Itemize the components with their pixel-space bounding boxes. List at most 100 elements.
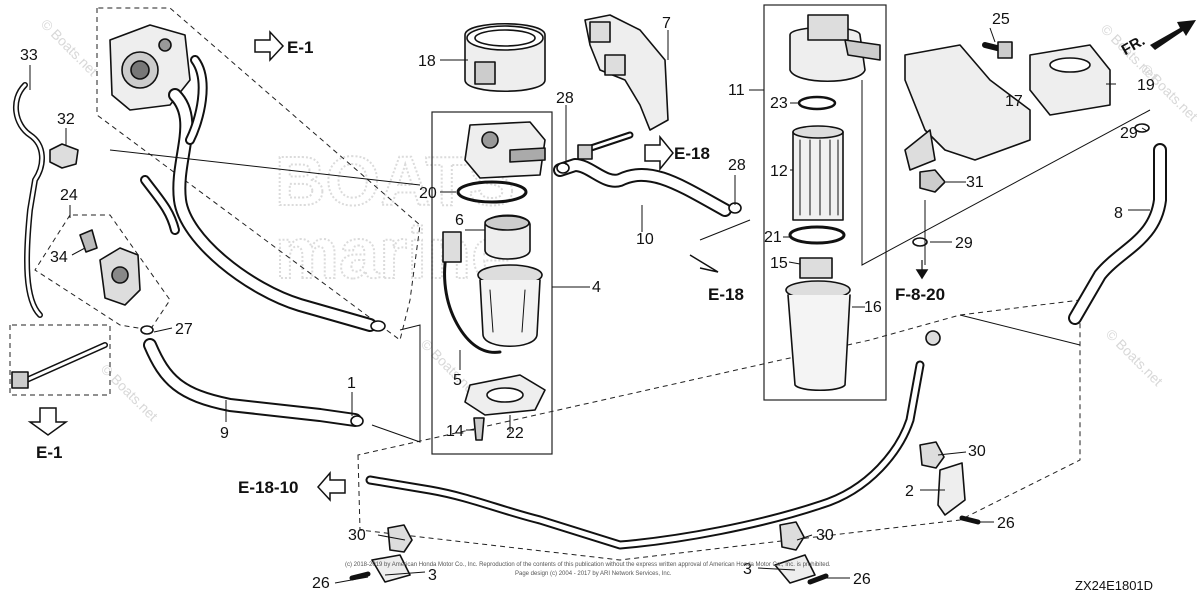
callout-24[interactable]: 24 xyxy=(60,187,78,204)
ref-e1-bottom[interactable]: E-1 xyxy=(36,443,62,462)
assembly-outlines xyxy=(9,7,1081,561)
arrow-e1-top xyxy=(254,30,285,62)
part-5-connector xyxy=(442,231,462,263)
part-16-bowl xyxy=(785,280,851,392)
part-24-valve xyxy=(79,229,141,306)
hose-clamp-27 xyxy=(140,325,154,335)
part-32-clip xyxy=(49,143,79,169)
callout-26-left[interactable]: 26 xyxy=(312,575,330,592)
arrow-e1-bottom xyxy=(27,407,69,436)
callout-26-mid[interactable]: 26 xyxy=(853,571,871,588)
part-filter-cap-right xyxy=(789,14,881,83)
callout-9[interactable]: 9 xyxy=(220,425,229,442)
part-30-clip-c xyxy=(919,441,945,469)
callout-19[interactable]: 19 xyxy=(1137,77,1155,94)
leader-lines xyxy=(29,27,1151,584)
part-6-element xyxy=(484,214,531,260)
callout-25[interactable]: 25 xyxy=(992,11,1010,28)
callout-27[interactable]: 27 xyxy=(175,321,193,338)
part-33-tube-inner xyxy=(14,83,44,317)
callout-28-right[interactable]: 28 xyxy=(728,157,746,174)
callout-28-left[interactable]: 28 xyxy=(556,90,574,107)
callout-33[interactable]: 33 xyxy=(20,47,38,64)
callout-5[interactable]: 5 xyxy=(453,372,462,389)
callout-30-left[interactable]: 30 xyxy=(348,527,366,544)
parts xyxy=(11,14,1167,585)
fr-arrow-icon xyxy=(1150,20,1196,50)
part-21-oring xyxy=(788,225,846,245)
callout-16[interactable]: 16 xyxy=(864,299,882,316)
part-fuel-line-inner xyxy=(367,362,923,548)
part-26-bolt-a xyxy=(349,571,371,581)
callout-31[interactable]: 31 xyxy=(966,174,984,191)
part-9-hose-inner xyxy=(145,340,360,425)
callout-21[interactable]: 21 xyxy=(764,229,782,246)
part-3-bracket-b xyxy=(774,554,816,584)
big-watermark-line-2: marine xyxy=(275,214,511,294)
callout-30-right[interactable]: 30 xyxy=(968,443,986,460)
callout-30-mid[interactable]: 30 xyxy=(816,527,834,544)
part-10-hose-inner xyxy=(555,160,730,215)
callout-3-left[interactable]: 3 xyxy=(428,567,437,584)
callout-18[interactable]: 18 xyxy=(418,53,436,70)
copyright-line-1: (c) 2018-2019 by American Honda Motor Co… xyxy=(345,562,831,568)
callout-8[interactable]: 8 xyxy=(1114,205,1123,222)
reference-arrows xyxy=(27,30,929,502)
callout-4[interactable]: 4 xyxy=(592,279,601,296)
filter-box-right xyxy=(763,4,887,401)
callout-29-mid[interactable]: 29 xyxy=(955,235,973,252)
callout-32[interactable]: 32 xyxy=(57,111,75,128)
callout-34[interactable]: 34 xyxy=(50,249,68,266)
part-17-bracket xyxy=(904,44,1031,171)
ref-e18-arrow[interactable]: E-18 xyxy=(674,144,710,163)
callout-1[interactable]: 1 xyxy=(347,375,356,392)
part-14-screw xyxy=(473,417,485,441)
part-26-bolt-c xyxy=(959,515,981,525)
part-19-band xyxy=(1029,44,1111,116)
arrow-e1810 xyxy=(316,470,346,502)
part-29-clip-b xyxy=(912,237,928,247)
callout-29-right[interactable]: 29 xyxy=(1120,125,1138,142)
part-22-plate xyxy=(464,374,546,416)
filter-box-left xyxy=(431,111,553,455)
callout-17[interactable]: 17 xyxy=(1005,93,1023,110)
callout-12[interactable]: 12 xyxy=(770,163,788,180)
part-hose-upper-inner xyxy=(170,90,375,330)
callout-7[interactable]: 7 xyxy=(662,15,671,32)
callout-20[interactable]: 20 xyxy=(419,185,437,202)
arrow-e18 xyxy=(644,134,674,172)
watermark-top-left: © Boats.net xyxy=(38,16,101,79)
callout-6[interactable]: 6 xyxy=(455,212,464,229)
part-clip-upper-right xyxy=(925,330,941,346)
callout-14[interactable]: 14 xyxy=(446,423,464,440)
ref-f820[interactable]: F-8-20 xyxy=(895,285,945,304)
part-filter-cap-left xyxy=(464,121,546,179)
callout-26-right[interactable]: 26 xyxy=(997,515,1015,532)
callout-3-mid[interactable]: 3 xyxy=(743,561,752,578)
watermark-bottom-left: © Boats.net xyxy=(98,361,161,424)
callout-22[interactable]: 22 xyxy=(506,425,524,442)
part-5-wire xyxy=(443,238,502,354)
arrow-f820-head xyxy=(915,269,929,280)
part-12-element xyxy=(792,125,844,221)
ref-e1-top[interactable]: E-1 xyxy=(287,38,313,57)
part-18-band xyxy=(464,23,546,92)
arrow-e18-lower xyxy=(689,254,719,273)
ref-e18-label[interactable]: E-18 xyxy=(708,285,744,304)
callout-10[interactable]: 10 xyxy=(636,231,654,248)
callout-15[interactable]: 15 xyxy=(770,255,788,272)
copyright-line-2: Page design (c) 2004 - 2017 by ARI Netwo… xyxy=(515,571,672,577)
fuel-line-outline xyxy=(357,299,1081,561)
callout-2[interactable]: 2 xyxy=(905,483,914,500)
bolt-group-outline xyxy=(9,324,111,396)
watermark-right: © Boats.net xyxy=(1103,326,1166,389)
part-7-bracket xyxy=(584,14,669,131)
callout-23[interactable]: 23 xyxy=(770,95,788,112)
part-4-bowl xyxy=(477,264,543,347)
ref-e1810[interactable]: E-18-10 xyxy=(238,478,298,497)
part-2-bracket xyxy=(937,462,966,516)
part-15-nut xyxy=(799,257,833,279)
callout-11[interactable]: 11 xyxy=(728,82,745,99)
